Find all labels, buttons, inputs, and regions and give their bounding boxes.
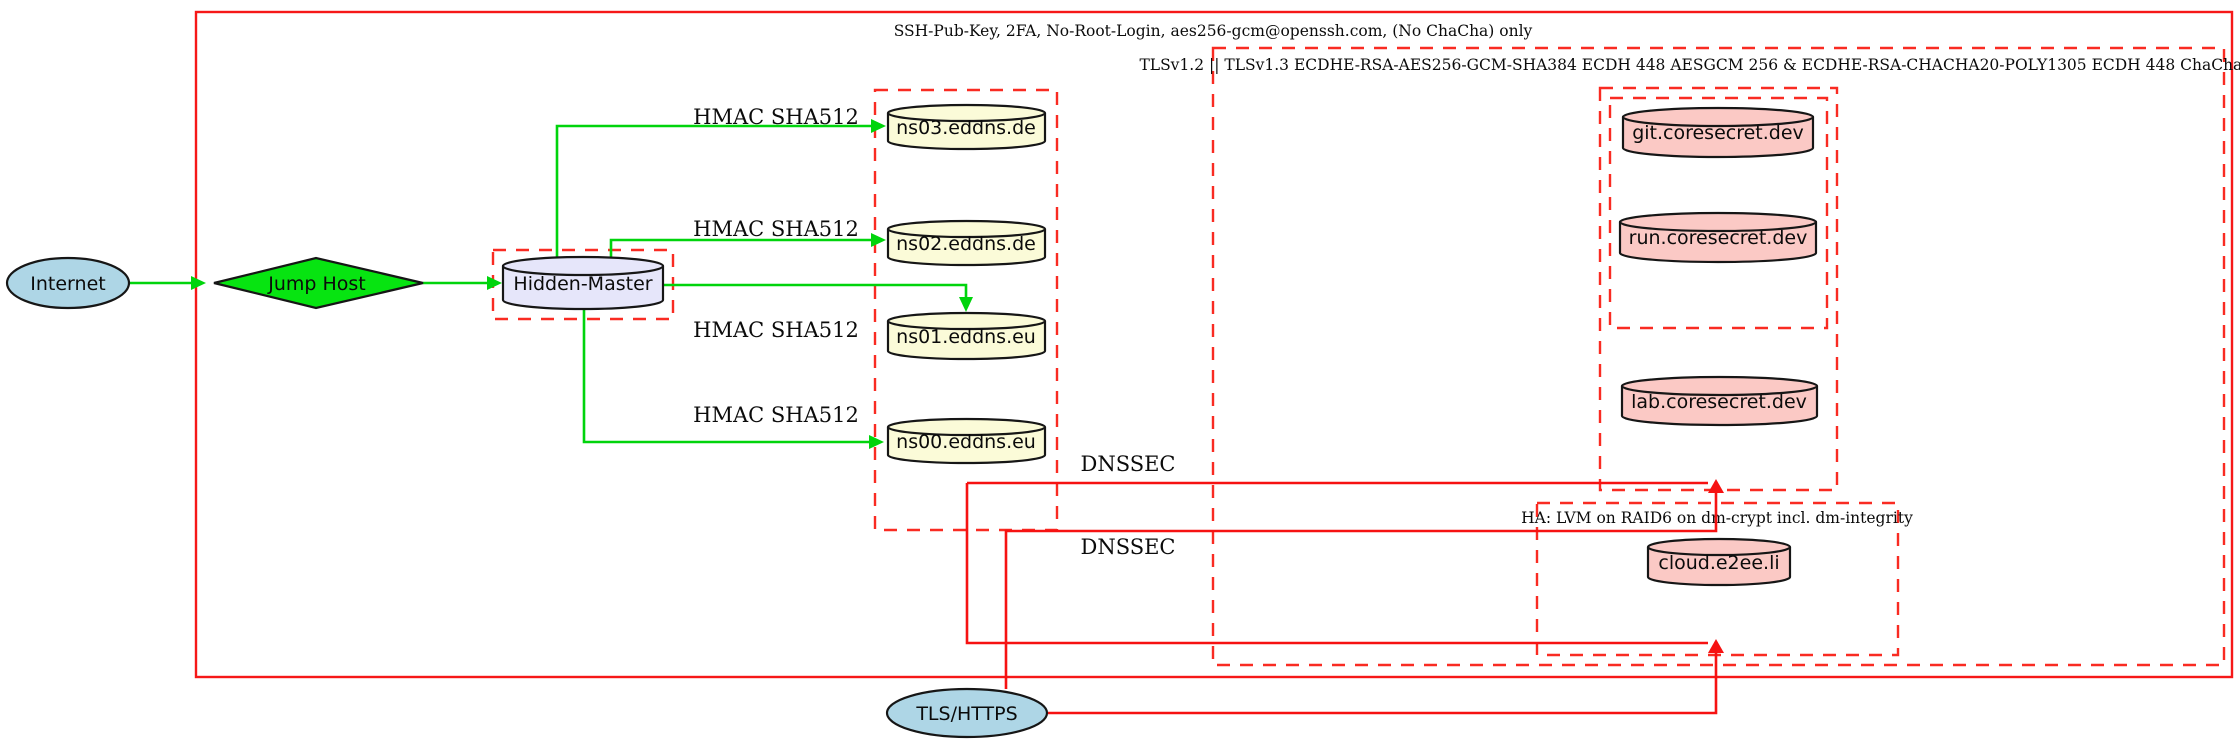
tls-https-ellipse [885, 687, 1049, 739]
git-label: git.coresecret.dev [1632, 122, 1804, 144]
cloud-cylinder-rim [1646, 546, 1792, 557]
ns00-label: ns00.eddns.eu [896, 431, 1036, 453]
edge-label-hmac-ns02: HMAC SHA512 [693, 217, 859, 241]
internet-label: Internet [30, 273, 105, 295]
arrowhead-internet-jumphost [191, 276, 206, 290]
edge-hiddenmaster-ns02 [609, 238, 871, 261]
node-run: run.coresecret.dev [1618, 211, 1818, 264]
lab-cylinder [1620, 375, 1819, 427]
cluster-tls-boundary [1211, 46, 2226, 667]
edge-label-hmac-ns00: HMAC SHA512 [693, 403, 859, 427]
ns02-cylinder [886, 219, 1047, 267]
node-tls-https: TLS/HTTPS [885, 687, 1049, 739]
git-cylinder [1621, 106, 1815, 159]
run-label: run.coresecret.dev [1629, 227, 1808, 249]
jump-host-label: Jump Host [267, 273, 366, 295]
arrowhead-ns02 [871, 233, 886, 247]
edge-hiddenmaster-ns01 [663, 283, 968, 297]
cluster-ssh-boundary [194, 10, 2234, 679]
ns03-cylinder-rim [886, 112, 1047, 123]
ns02-label: ns02.eddns.de [896, 233, 1036, 255]
ns01-cylinder-rim [886, 320, 1047, 331]
node-hidden-master: Hidden-Master [501, 255, 665, 311]
node-git: git.coresecret.dev [1621, 106, 1815, 159]
cluster-ssh-label: SSH-Pub-Key, 2FA, No-Root-Login, aes256-… [894, 22, 1533, 40]
run-cylinder [1618, 211, 1818, 264]
edge-hiddenmaster-ns00 [582, 305, 869, 444]
node-ns02: ns02.eddns.de [886, 219, 1047, 267]
tls-https-label: TLS/HTTPS [915, 703, 1017, 725]
arrowhead-coresecret [1708, 479, 1724, 493]
arrowhead-ns00 [869, 435, 884, 449]
ns00-cylinder [886, 417, 1047, 465]
edge-hiddenmaster-ns03 [555, 124, 871, 261]
arrowhead-ha [1708, 639, 1724, 653]
edge-dnssec-lower [965, 483, 1708, 645]
node-ns01: ns01.eddns.eu [886, 311, 1047, 361]
ns03-label: ns03.eddns.de [896, 117, 1036, 139]
node-internet: Internet [5, 256, 131, 310]
ns01-cylinder [886, 311, 1047, 361]
node-cloud: cloud.e2ee.li [1646, 537, 1792, 587]
lab-cylinder-rim [1620, 385, 1819, 397]
run-cylinder-rim [1618, 221, 1818, 233]
edge-label-dnssec-upper: DNSSEC [1080, 452, 1175, 476]
arrowhead-ns03 [871, 119, 886, 133]
ns01-label: ns01.eddns.eu [896, 326, 1036, 348]
git-cylinder-rim [1621, 116, 1815, 128]
node-jump-host: Jump Host [213, 256, 424, 310]
hidden-master-cylinder [501, 255, 665, 311]
jump-host-diamond [213, 256, 424, 310]
edge-label-dnssec-lower: DNSSEC [1080, 535, 1175, 559]
ns03-cylinder [886, 103, 1047, 151]
arrowhead-ns01 [959, 297, 973, 312]
hidden-master-cylinder-rim [501, 265, 665, 277]
ns00-cylinder-rim [886, 426, 1047, 437]
edge-tls-to-ha [1048, 653, 1718, 715]
node-ns00: ns00.eddns.eu [886, 417, 1047, 465]
cluster-coresecret-boundary [1598, 86, 1839, 492]
edge-tls-to-coresecret [1004, 493, 1718, 689]
node-lab: lab.coresecret.dev [1620, 375, 1819, 427]
cloud-label: cloud.e2ee.li [1658, 552, 1779, 574]
cloud-cylinder [1646, 537, 1792, 587]
internet-ellipse [5, 256, 131, 310]
hidden-master-label: Hidden-Master [513, 273, 652, 295]
edge-label-hmac-ns03: HMAC SHA512 [693, 105, 859, 129]
cluster-coresecret-inner-boundary [1608, 96, 1829, 330]
cluster-ha-boundary [1535, 501, 1900, 657]
edge-label-hmac-ns01: HMAC SHA512 [693, 318, 859, 342]
arrowhead-jumphost-hiddenmaster [487, 276, 502, 290]
lab-label: lab.coresecret.dev [1631, 391, 1807, 413]
cluster-tls-label: TLSv1.2 || TLSv1.3 ECDHE-RSA-AES256-GCM-… [1139, 56, 2240, 74]
ns02-cylinder-rim [886, 228, 1047, 239]
node-ns03: ns03.eddns.de [886, 103, 1047, 151]
